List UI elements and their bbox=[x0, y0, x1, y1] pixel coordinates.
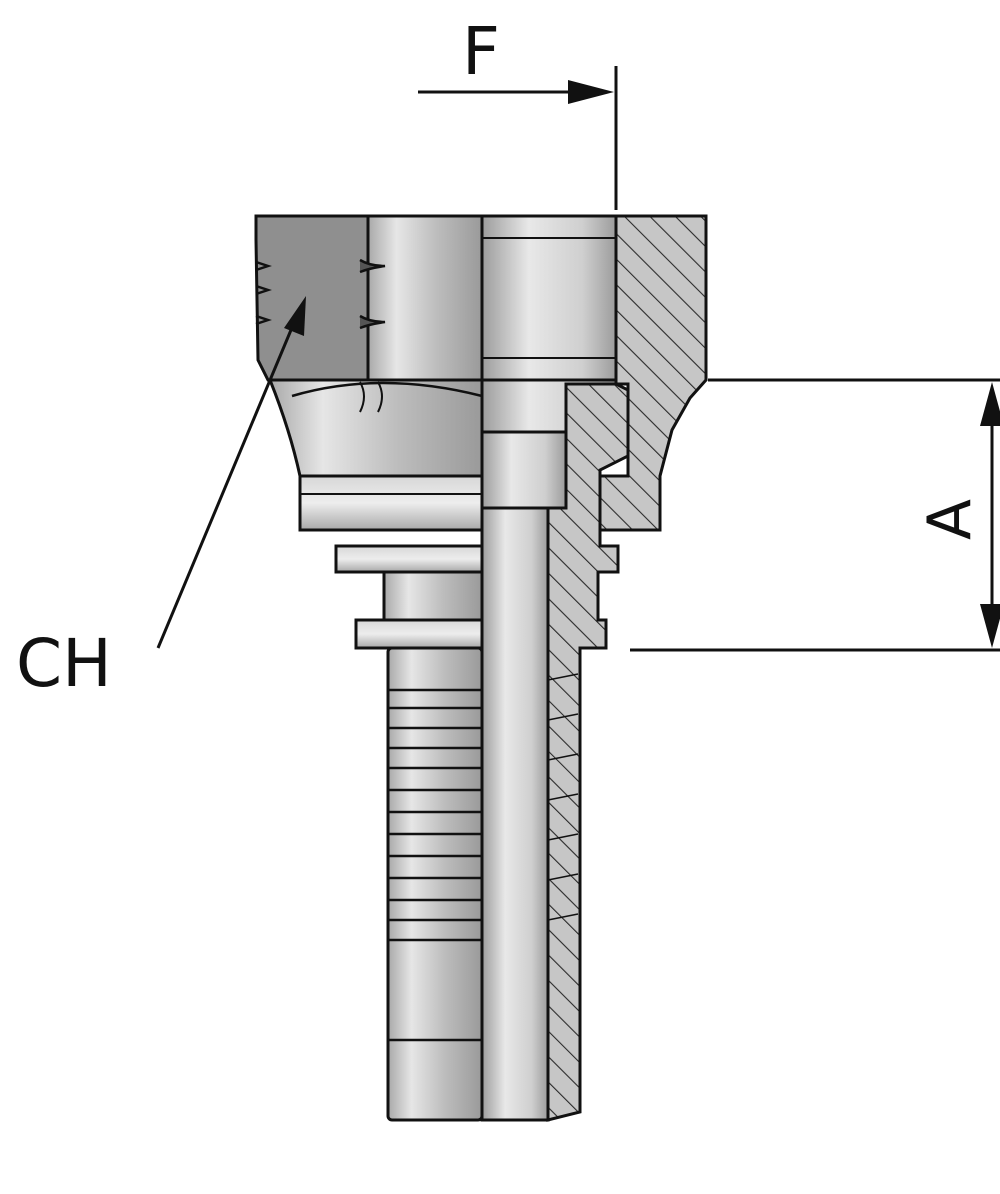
dimension-a-label: A bbox=[915, 499, 985, 540]
dimension-ch: CH bbox=[16, 296, 306, 702]
dimension-a: A bbox=[630, 378, 1000, 652]
dimension-a-arrow-top bbox=[980, 382, 1000, 426]
shank-body bbox=[386, 646, 484, 1122]
dimension-f-arrow bbox=[568, 80, 614, 104]
dimension-ch-arrow bbox=[284, 296, 306, 336]
collar bbox=[267, 378, 618, 532]
dimension-f-label: F bbox=[462, 13, 500, 90]
section-view bbox=[546, 214, 708, 1122]
shank-flange-1 bbox=[334, 544, 484, 574]
shank bbox=[334, 506, 550, 1122]
hex-nut-bore-strip bbox=[480, 214, 618, 382]
dimension-a-arrow-bottom bbox=[980, 604, 1000, 648]
dimension-ch-label: CH bbox=[16, 625, 112, 702]
shank-flange-2 bbox=[354, 618, 484, 650]
hex-nut-face-front bbox=[366, 214, 484, 382]
hex-nut bbox=[254, 214, 618, 382]
collar-ring bbox=[298, 474, 484, 532]
dimension-ch-leader bbox=[156, 317, 298, 649]
shank-bore bbox=[480, 506, 550, 1122]
dimension-f: F bbox=[418, 13, 618, 210]
shank-neck bbox=[382, 570, 484, 622]
hex-nut-face-left bbox=[254, 214, 370, 382]
body-section bbox=[546, 382, 630, 1122]
